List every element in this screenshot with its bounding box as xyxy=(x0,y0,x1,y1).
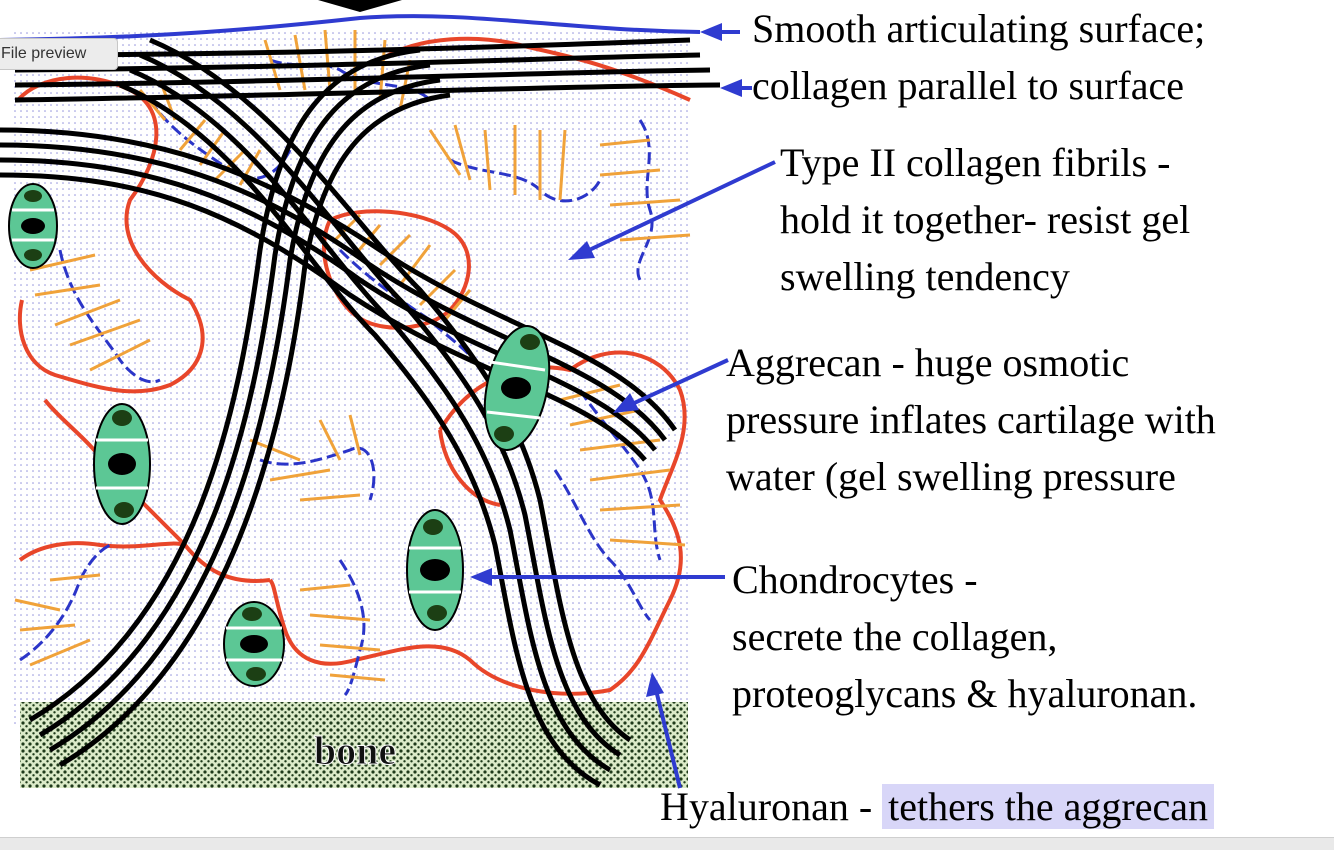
chondrocytes-label: Chondrocytes - secrete the collagen, pro… xyxy=(732,551,1197,722)
surface-label: Smooth articulating surface; collagen pa… xyxy=(752,0,1205,114)
articulating-surface-line xyxy=(0,14,701,42)
pointer-arrows xyxy=(470,23,776,789)
chondrocyte-cell-2 xyxy=(93,403,151,525)
file-preview-tab[interactable]: File preview xyxy=(0,38,118,70)
aggrecan-label: Aggrecan - huge osmotic pressure inflate… xyxy=(726,334,1216,505)
collagen-fibrils xyxy=(0,37,721,788)
window-bottom-bar xyxy=(0,837,1334,850)
label-line: Smooth articulating surface; xyxy=(752,6,1206,51)
arrow-head-icon xyxy=(646,672,664,697)
arrow-head-icon xyxy=(613,393,639,413)
label-line: pressure inflates cartilage with xyxy=(726,397,1216,442)
collagen-label: Type II collagen fibrils - hold it toget… xyxy=(780,134,1190,305)
arrow-head-icon xyxy=(470,568,492,586)
chondrocyte-cell-1 xyxy=(8,183,58,269)
arrow-head-icon xyxy=(568,241,595,260)
label-line: secrete the collagen, xyxy=(732,614,1058,659)
bone-label: bone xyxy=(314,728,396,773)
label-line: Chondrocytes - xyxy=(732,557,978,602)
hyaluronan-prefix: Hyaluronan - xyxy=(660,784,883,829)
arrow-head-icon xyxy=(720,79,742,97)
hyaluronan-label: Hyaluronan - tethers the aggrecan xyxy=(660,778,1214,835)
chondrocyte-cell-3 xyxy=(483,325,551,451)
label-line: proteoglycans & hyaluronan. xyxy=(732,671,1198,716)
label-line: Type II collagen fibrils - xyxy=(780,140,1171,185)
arrow-head-icon xyxy=(700,23,722,41)
label-line: water (gel swelling pressure xyxy=(726,454,1176,499)
label-line: hold it together- resist gel xyxy=(780,197,1191,242)
load-pointer-icon xyxy=(318,0,402,12)
label-line: collagen parallel to surface xyxy=(752,63,1184,108)
label-line: swelling tendency xyxy=(780,254,1070,299)
chondrocyte-cell-4 xyxy=(406,509,464,631)
selected-text-highlight[interactable]: tethers the aggrecan xyxy=(882,784,1214,829)
chondrocyte-cell-5 xyxy=(223,601,285,687)
label-line: Aggrecan - huge osmotic xyxy=(726,340,1130,385)
